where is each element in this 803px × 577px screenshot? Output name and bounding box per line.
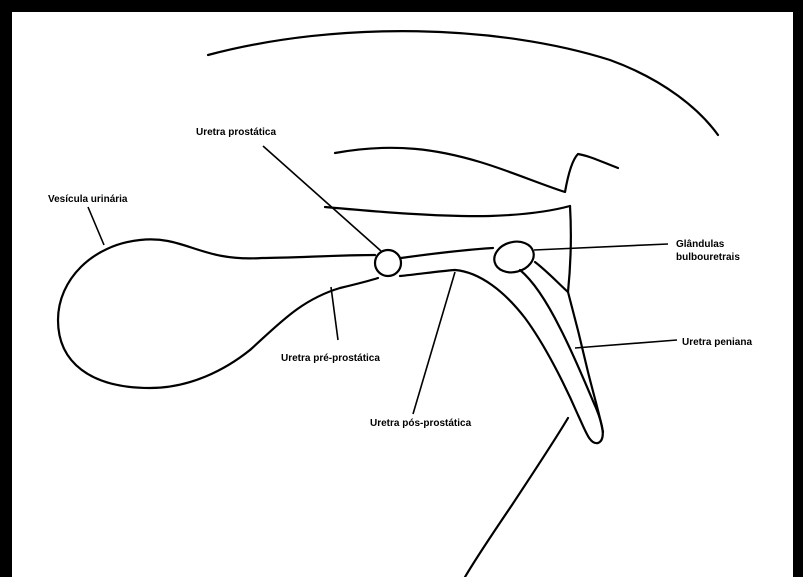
leader-vesicula-urinaria: [88, 207, 104, 245]
leader-uretra-pre-prostatica: [331, 287, 338, 340]
bulbourethral-gland: [491, 237, 537, 276]
penile-urethra-upper: [535, 262, 568, 292]
label-uretra-prostatica: Uretra prostática: [196, 127, 276, 138]
urethra-lower-line: [400, 270, 455, 276]
leader-uretra-prostatica: [263, 146, 381, 251]
label-vesicula-urinaria: Vesícula urinária: [48, 194, 128, 205]
prostate-circle: [375, 250, 401, 276]
rectum-outline: [335, 148, 618, 192]
penile-urethra-loop: [455, 270, 603, 443]
leader-glandulas: [534, 244, 668, 250]
urinary-bladder: [58, 239, 378, 388]
pelvic-upper-line: [325, 206, 570, 216]
leader-uretra-peniana: [575, 340, 677, 348]
ischial-boundary: [568, 206, 603, 432]
label-uretra-peniana: Uretra peniana: [682, 337, 752, 348]
dorsal-curve: [208, 31, 718, 135]
urethra-upper-line: [401, 248, 493, 258]
ventral-curve: [465, 418, 568, 577]
label-glandulas-line1: Glândulas: [676, 239, 725, 250]
label-glandulas-line2: bulbouretrais: [676, 252, 740, 263]
label-uretra-pos-prostatica: Uretra pós-prostática: [370, 418, 472, 429]
leader-uretra-pos-prostatica: [413, 272, 455, 414]
label-uretra-pre-prostatica: Uretra pré-prostática: [281, 353, 380, 364]
